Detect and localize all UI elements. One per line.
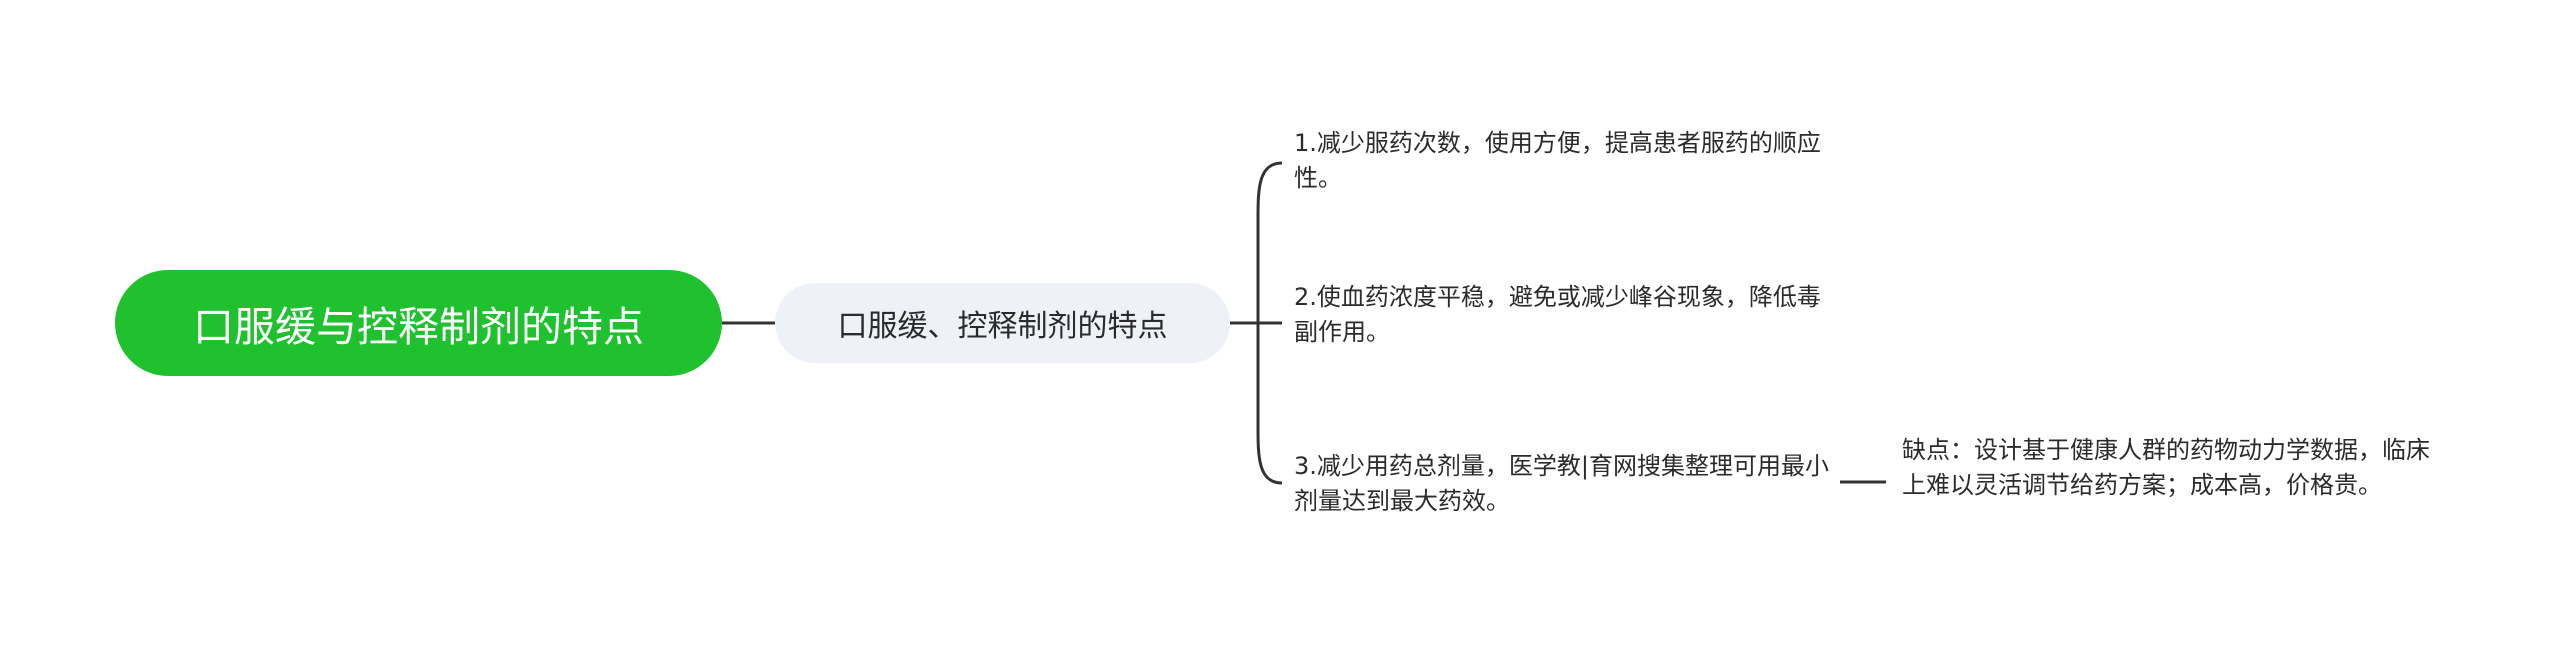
leaf-node-1[interactable]: 1.减少服药次数，使用方便，提高患者服药的顺应性。	[1294, 126, 1834, 196]
root-node[interactable]: 口服缓与控释制剂的特点	[115, 270, 722, 376]
leaf-node-2-text: 2.使血药浓度平稳，避免或减少峰谷现象，降低毒副作用。	[1294, 283, 1821, 346]
root-node-label: 口服缓与控释制剂的特点	[193, 303, 644, 351]
branch-node-label: 口服缓、控释制剂的特点	[837, 309, 1168, 344]
branch-node[interactable]: 口服缓、控释制剂的特点	[775, 283, 1230, 363]
leaf-node-3[interactable]: 3.减少用药总剂量，医学教|育网搜集整理可用最小剂量达到最大药效。	[1294, 449, 1834, 519]
leaf-node-3-text: 3.减少用药总剂量，医学教|育网搜集整理可用最小剂量达到最大药效。	[1294, 452, 1829, 515]
leaf-node-2[interactable]: 2.使血药浓度平稳，避免或减少峰谷现象，降低毒副作用。	[1294, 280, 1834, 350]
leaf-node-1-text: 1.减少服药次数，使用方便，提高患者服药的顺应性。	[1294, 129, 1821, 192]
sub-leaf-node[interactable]: 缺点：设计基于健康人群的药物动力学数据，临床上难以灵活调节给药方案；成本高，价格…	[1902, 433, 2442, 503]
sub-leaf-node-text: 缺点：设计基于健康人群的药物动力学数据，临床上难以灵活调节给药方案；成本高，价格…	[1902, 436, 2430, 499]
